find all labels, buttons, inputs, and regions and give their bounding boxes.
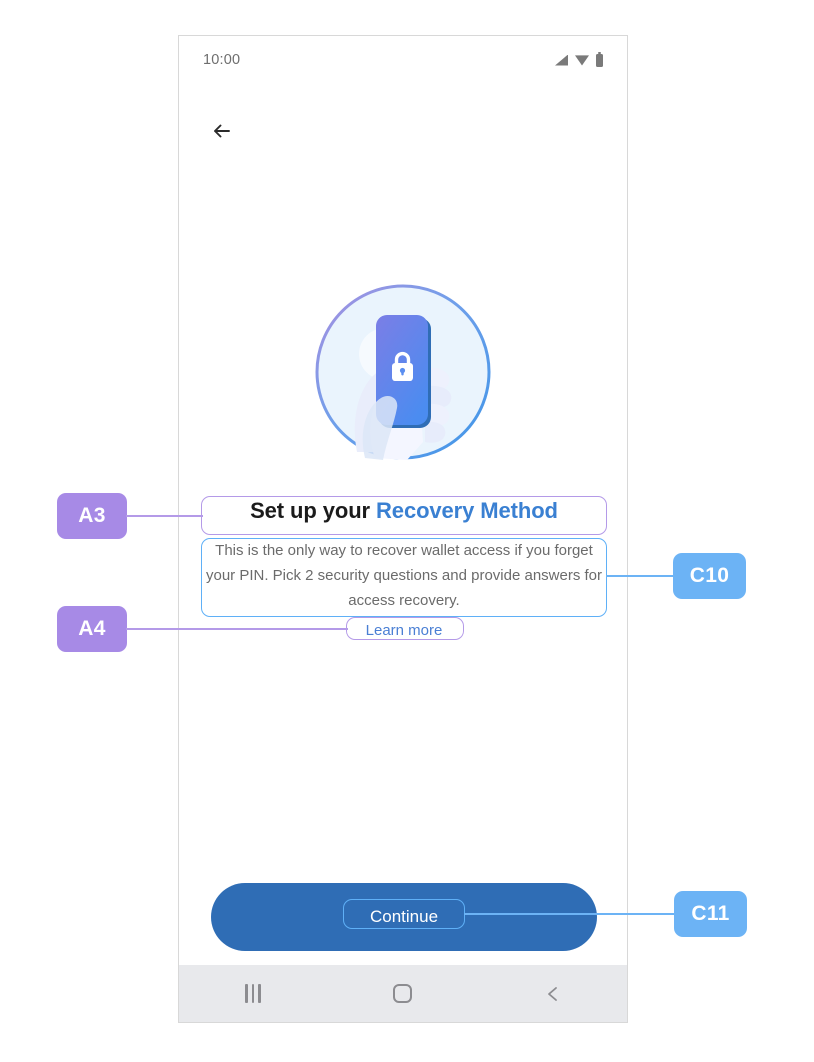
status-bar-icons [555, 51, 603, 67]
annotation-outline-learn-more [346, 617, 464, 640]
annotation-tag-c10-label: C10 [689, 564, 730, 587]
phone-frame: 10:00 [178, 35, 628, 1023]
page-title-accent: Recovery Method [376, 498, 558, 523]
annotation-outline-title [201, 496, 607, 535]
wifi-icon [575, 55, 589, 66]
home-icon[interactable] [393, 984, 413, 1003]
annotation-tag-a3-label: A3 [78, 504, 106, 527]
annotation-connector-a4 [126, 628, 348, 630]
continue-button-label: Continue [369, 907, 439, 926]
learn-more-label: Learn more [365, 622, 443, 639]
annotation-connector-c10 [606, 575, 675, 577]
annotation-tag-a4[interactable]: A4 [57, 606, 127, 652]
annotation-tag-a4-label: A4 [78, 617, 106, 640]
description-text: This is the only way to recover wallet a… [205, 542, 602, 609]
back-chevron-icon[interactable] [545, 986, 561, 1002]
hand-holding-phone-lock-illustration [313, 282, 493, 462]
android-nav-bar [179, 965, 627, 1022]
annotation-outline-continue [343, 899, 465, 929]
signal-icon [555, 54, 568, 66]
annotation-tag-c10[interactable]: C10 [673, 553, 746, 599]
annotation-tag-c11-label: C11 [691, 902, 730, 925]
learn-more-link[interactable]: Learn more [179, 622, 627, 639]
battery-icon [596, 51, 603, 67]
continue-button[interactable]: Continue [211, 883, 597, 951]
recents-icon[interactable] [245, 984, 261, 1003]
annotation-tag-c11[interactable]: C11 [674, 891, 747, 937]
status-bar: 10:00 [179, 36, 627, 84]
page-title: Set up your Recovery Method [199, 496, 609, 526]
annotation-connector-c11 [464, 913, 676, 915]
annotation-outline-description [201, 538, 607, 617]
annotation-connector-a3 [126, 515, 203, 517]
page-title-lead: Set up your [250, 498, 377, 523]
annotation-tag-a3[interactable]: A3 [57, 493, 127, 539]
back-arrow-icon[interactable] [207, 114, 241, 148]
status-bar-time: 10:00 [203, 52, 241, 68]
